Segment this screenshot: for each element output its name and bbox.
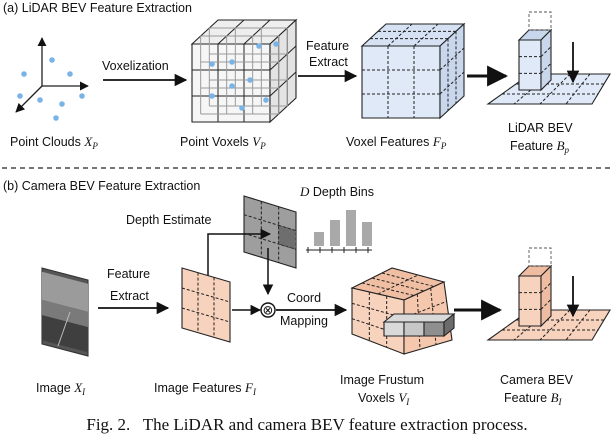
camera-bev-line1: Camera BEV [500, 373, 574, 387]
lidar-bev-column-front [518, 39, 542, 91]
depth-estimate-label: Depth Estimate [126, 213, 212, 227]
feature-grid-line [387, 23, 413, 47]
depth-bins-bars [306, 210, 372, 253]
section-a-title: (a) LiDAR BEV Feature Extraction [3, 1, 192, 15]
feature-extract-a-line1: Feature [306, 39, 349, 53]
point-voxel-front [191, 43, 271, 123]
depth-map-cell [278, 224, 297, 250]
point-cloud-axes [15, 37, 89, 113]
frustum-grid [381, 272, 435, 287]
depth-map-panel [243, 195, 297, 269]
voxel-point-dot [273, 41, 279, 47]
feature-extract-b-line1: Feature [107, 267, 150, 281]
image-features [181, 267, 231, 343]
point-clouds-label: Point Clouds XP [10, 134, 98, 151]
voxel-grid-line [269, 71, 297, 97]
lidar-bev-feature [486, 11, 611, 105]
coord-mapping-line2: Mapping [280, 314, 328, 328]
multiply-node [260, 302, 276, 318]
voxel-grid-line [217, 19, 245, 45]
voxel-grid-line [269, 45, 297, 71]
image-features-grid [181, 307, 231, 323]
point-dot [21, 71, 27, 77]
camera-bev-feature [486, 247, 611, 341]
point-dot [37, 97, 43, 103]
depth-bin-bar [346, 210, 356, 246]
point-dot [49, 57, 55, 63]
section-b-title: (b) Camera BEV Feature Extraction [3, 179, 200, 193]
voxel-point-dot [256, 43, 262, 49]
frustum-feature-cell [383, 321, 405, 337]
camera-bev-plane-grid [565, 309, 591, 341]
depth-bin-bar [330, 220, 340, 246]
voxel-point-dot [209, 93, 215, 99]
frustum-feature-side [443, 312, 455, 338]
camera-bev-column-grid [540, 298, 552, 310]
image-features-label: Image Features FI [154, 380, 257, 397]
image-label: Image XI [36, 380, 86, 397]
point-dot [79, 93, 85, 99]
image-frustum-voxels [350, 267, 456, 355]
feature-extract-b-line2: Extract [110, 289, 149, 303]
depth-map-grid [243, 214, 297, 232]
frustum-feature-cell [403, 321, 425, 337]
frustum-line2: Voxels VI [358, 390, 410, 407]
image-features-panel [181, 267, 231, 343]
lidar-bev-plane-grid [565, 73, 591, 105]
point-cloud-dots [17, 57, 85, 121]
lidar-bev-column-grid [540, 62, 552, 74]
coord-mapping-line1: Coord [287, 291, 321, 305]
lidar-bev-line2: Feature Bp [510, 138, 570, 155]
depth-bins-label: D Depth Bins [299, 184, 374, 199]
lidar-bev-column-grid [540, 46, 552, 58]
voxel-features-label: Voxel Features FP [346, 134, 447, 151]
voxel-point-dot [239, 105, 245, 111]
frustum-line1: Image Frustum [340, 373, 424, 387]
camera-bev-column-side [540, 264, 552, 328]
lidar-bev-line1: LiDAR BEV [508, 121, 573, 135]
feature-grid-line [413, 23, 439, 47]
multiply-symbol: ⊗ [263, 304, 274, 319]
voxelization-label: Voxelization [102, 59, 169, 73]
feature-grid-line [439, 47, 465, 71]
point-dot [59, 101, 65, 107]
lidar-bev-plane-grid [539, 73, 571, 105]
camera-bev-column-grid [540, 282, 552, 294]
depth-bin-bar [314, 232, 324, 246]
point-dot [17, 93, 23, 99]
feature-extract-a-line2: Extract [309, 55, 348, 69]
image-buildings [42, 299, 88, 328]
camera-bev-column-front [518, 275, 542, 327]
camera-bev-plane-grid [539, 309, 571, 341]
image-road [42, 315, 88, 353]
image-lane [57, 311, 71, 347]
point-voxels-label: Point Voxels VP [180, 134, 266, 151]
voxel-point-dot [263, 97, 269, 103]
camera-bev-column-ghost [528, 247, 552, 267]
voxel-point-dot [229, 59, 235, 65]
point-dot [67, 71, 73, 77]
voxel-point-dot [209, 61, 215, 67]
lidar-bev-column-ghost [528, 11, 552, 31]
image-features-grid [181, 287, 231, 303]
point-voxel-dots [209, 41, 279, 111]
voxel-grid-line [243, 19, 271, 45]
voxel-feature-front [361, 45, 441, 119]
voxel-point-dot [229, 83, 235, 89]
image-sky [42, 271, 88, 312]
figure-caption: Fig. 2. The LiDAR and camera BEV feature… [86, 415, 527, 434]
lidar-bev-column-side [540, 28, 552, 92]
voxel-point-dot [247, 77, 253, 83]
input-image [41, 267, 89, 357]
frustum-feature-top [382, 313, 456, 323]
voxel-features-cube [360, 22, 466, 120]
frustum-grid [377, 274, 419, 295]
feature-grid-line [439, 71, 465, 95]
frustum-feature-cell [423, 321, 445, 337]
point-dot [53, 115, 59, 121]
depth-estimate-arrow [207, 228, 272, 276]
camera-bev-line2: Feature BI [504, 390, 563, 407]
depth-bin-bar [362, 222, 372, 246]
